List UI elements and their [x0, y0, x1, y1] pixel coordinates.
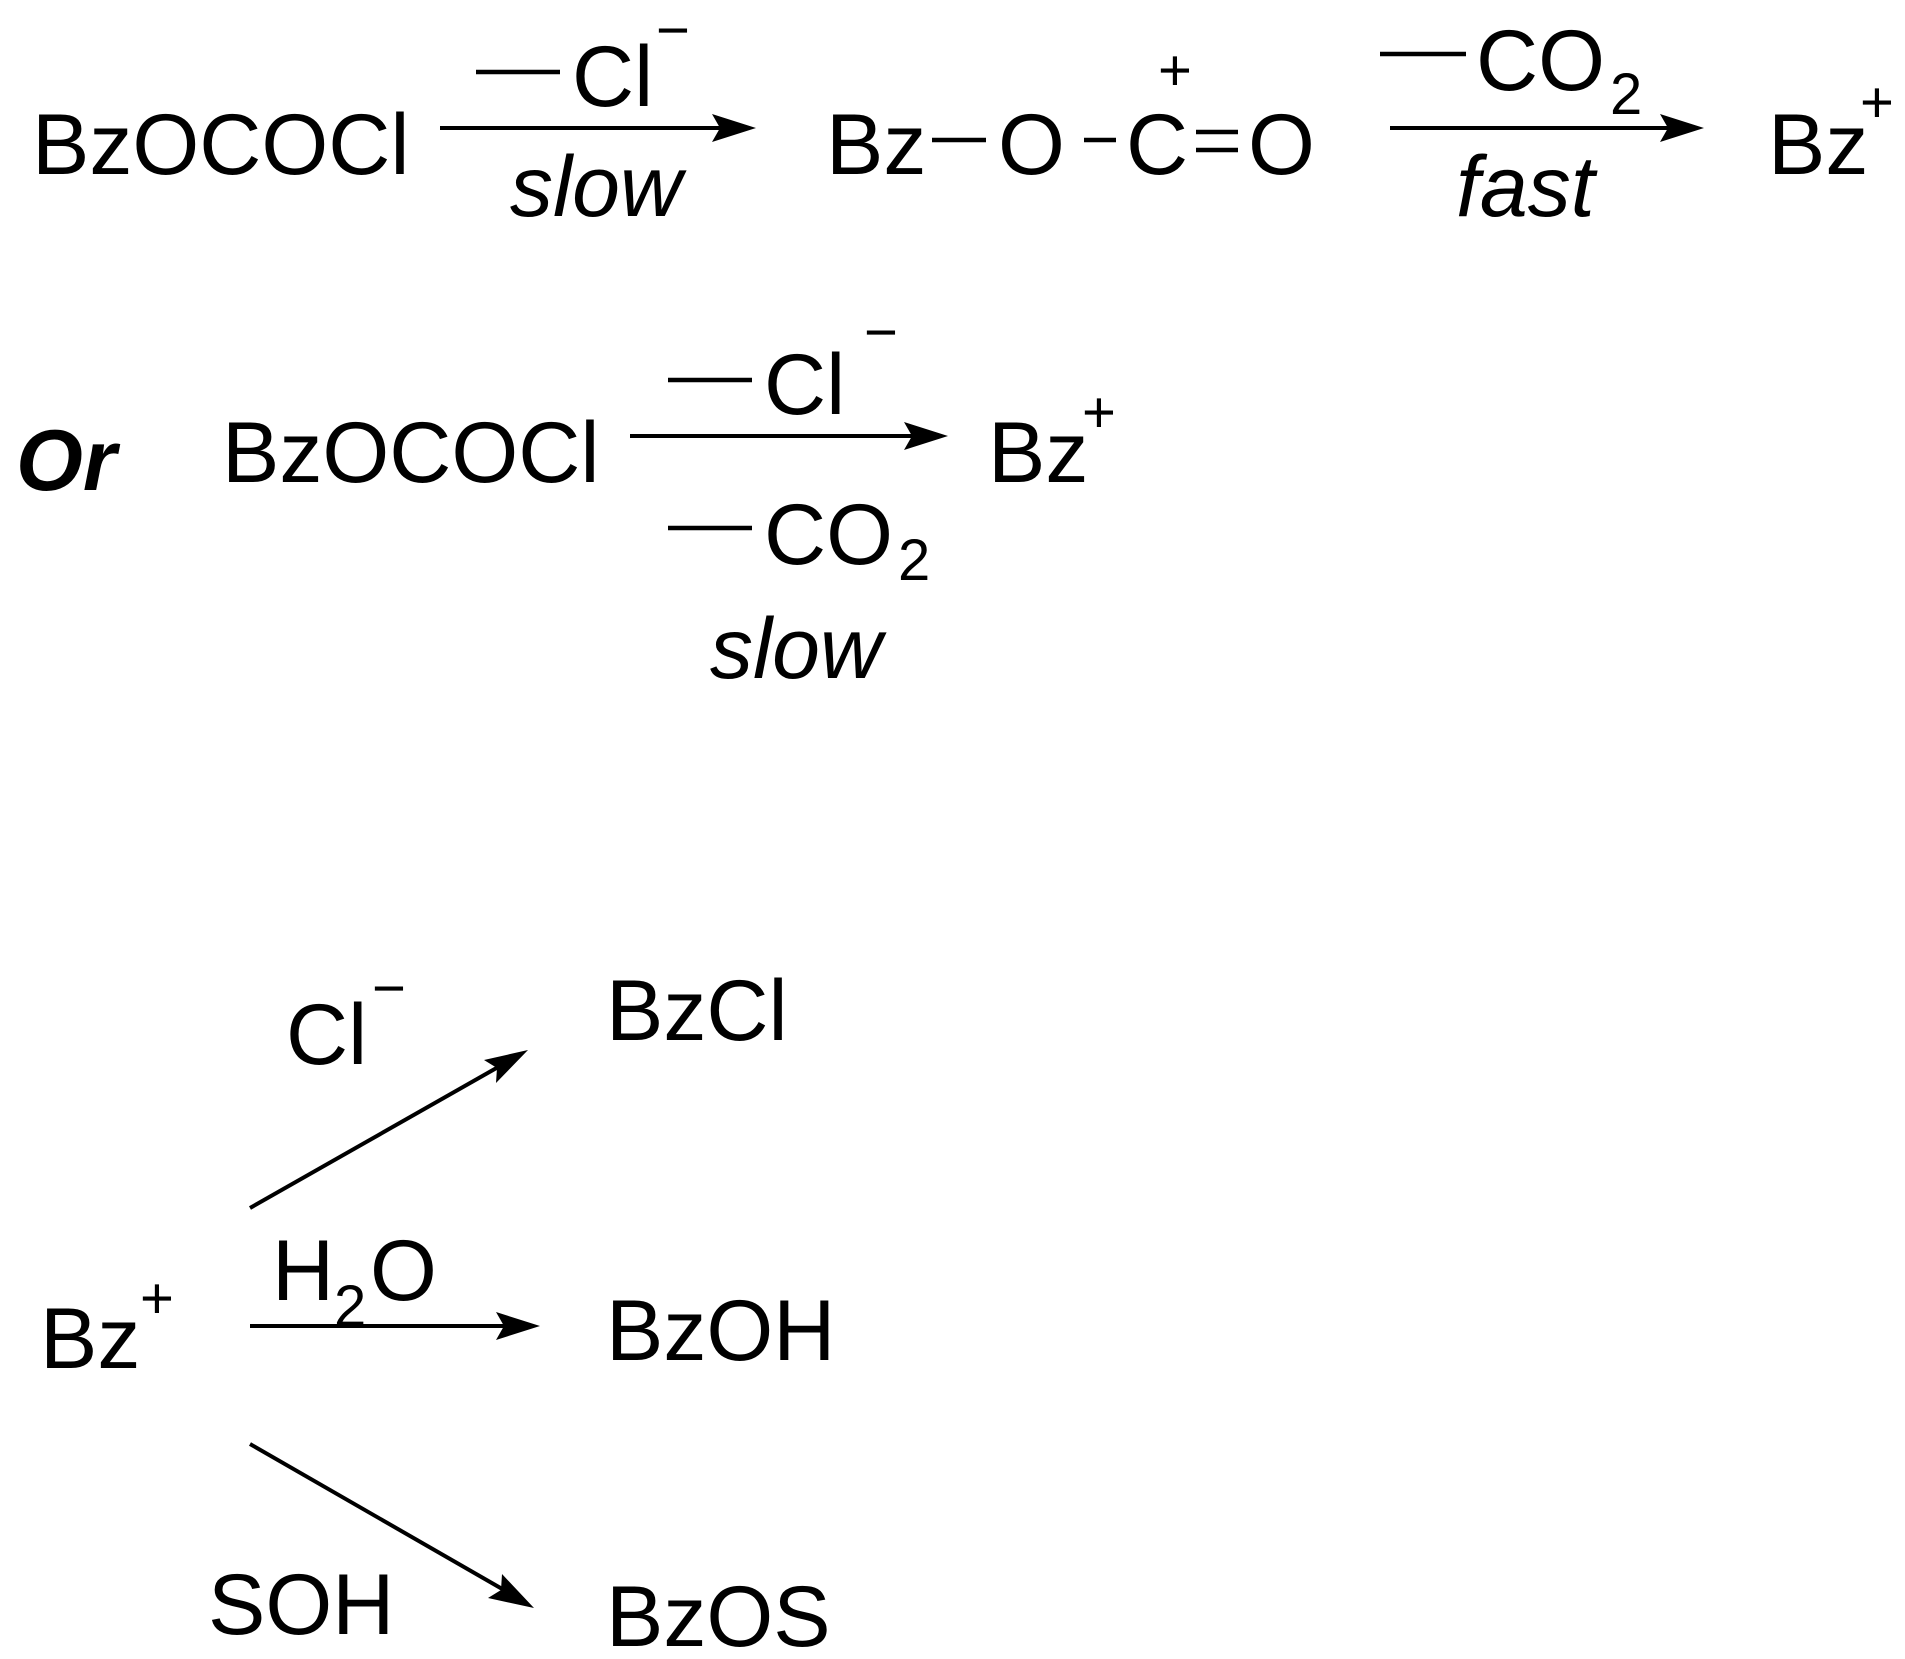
intermediate-o2: O — [1248, 97, 1315, 193]
co2-subscript-1: 2 — [1610, 62, 1642, 127]
arrow-1 — [440, 114, 756, 142]
rate-slow-2: slow — [710, 601, 887, 697]
product-charge-1: + — [1860, 70, 1894, 135]
product-bz-cation-1: Bz — [1768, 97, 1868, 193]
rate-fast: fast — [1456, 139, 1598, 235]
product-bzcl: BzCl — [606, 963, 788, 1059]
leaving-co2-2: CO — [764, 487, 893, 583]
reagent-h2-subscript: 2 — [334, 1274, 366, 1339]
cl-charge-1: − — [656, 0, 690, 63]
intermediate-bz: Bz — [826, 97, 926, 193]
reagent-cl-charge: − — [372, 956, 406, 1021]
reactant-bz-cation-3: Bz — [40, 1291, 140, 1387]
product-charge-2: + — [1082, 380, 1116, 445]
or-label: Or — [16, 413, 121, 509]
reactant-charge-3: + — [140, 1266, 174, 1331]
product-bzos: BzOS — [606, 1569, 831, 1659]
intermediate-acylium: Bz O C + O — [826, 38, 1315, 193]
scheme-1: BzOCOCl Cl − slow Bz O C + O CO — [32, 0, 1894, 235]
reagent-soh: SOH — [208, 1557, 394, 1653]
reagent-h: H — [272, 1223, 334, 1319]
scheme-2: Or BzOCOCl Cl − CO 2 slow Bz + — [16, 300, 1116, 697]
product-bz-cation-2: Bz — [988, 405, 1088, 501]
intermediate-c: C — [1126, 97, 1188, 193]
arrow-to-bzos — [249, 1442, 534, 1608]
reagent-o: O — [370, 1223, 437, 1319]
scheme-3: Bz + Cl − BzCl H 2 O BzOH — [40, 956, 835, 1659]
branch-solvent: SOH BzOS — [208, 1442, 831, 1659]
branch-water: H 2 O BzOH — [250, 1223, 835, 1379]
intermediate-o: O — [998, 97, 1065, 193]
co2-subscript-2: 2 — [898, 528, 930, 593]
rate-slow-1: slow — [510, 139, 687, 235]
arrow-2 — [1390, 114, 1704, 142]
leaving-cl-1: Cl — [572, 29, 653, 125]
leaving-cl-2: Cl — [764, 337, 845, 433]
leaving-co2-1: CO — [1476, 13, 1605, 109]
product-bzoh: BzOH — [606, 1283, 835, 1379]
cl-charge-2: − — [864, 300, 898, 365]
arrow-to-bzcl — [249, 1050, 528, 1210]
reagent-cl: Cl — [286, 987, 367, 1083]
reactant-bzococl-1: BzOCOCl — [32, 97, 409, 193]
arrow-to-bzoh — [250, 1312, 540, 1340]
branch-chloride: Cl − BzCl — [249, 956, 788, 1210]
arrow-3 — [630, 422, 948, 450]
reactant-bzococl-2: BzOCOCl — [222, 405, 599, 501]
intermediate-charge: + — [1158, 38, 1192, 103]
